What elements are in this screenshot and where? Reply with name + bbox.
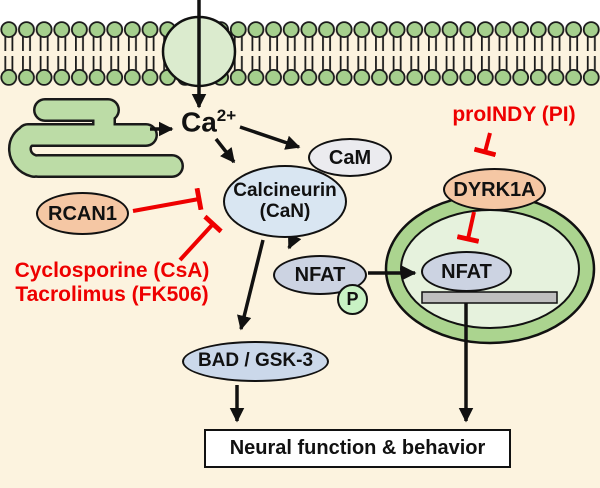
tbar-drugs-to-can <box>178 214 223 262</box>
outcome-box: Neural function & behavior <box>204 429 511 468</box>
proindy-label: proINDY (PI) <box>452 103 576 126</box>
calcineurin-label-line1: Calcineurin <box>233 179 337 201</box>
arrow-calcium-to-cam <box>239 125 301 150</box>
drug-inhibitors-label: Cyclosporine (CsA) Tacrolimus (FK506) <box>6 259 218 307</box>
dna-bar <box>421 291 558 304</box>
bad-gsk3-node: BAD / GSK-3 <box>182 341 329 382</box>
dyrk1a-node: DYRK1A <box>443 168 546 211</box>
arrow-can-to-bad <box>237 239 265 331</box>
cam-node: CaM <box>308 138 392 177</box>
calcineurin-node: Calcineurin (CaN) <box>223 165 347 238</box>
nfat-nucleus-node: NFAT <box>421 251 512 292</box>
endoplasmic-reticulum-icon <box>8 98 184 178</box>
calcineurin-label-line2: (CaN) <box>259 200 311 222</box>
tbar-rcan1-to-can <box>132 187 204 213</box>
tbar-proindy-to-dyrk1a <box>473 132 497 158</box>
activation-arrows <box>150 0 474 423</box>
inhibition-lines <box>132 132 497 262</box>
cyclosporine-label: Cyclosporine (CsA) <box>14 259 210 282</box>
tbar-dyrk1a-to-nfat <box>456 211 480 244</box>
calcium-label: Ca2+ <box>181 106 237 138</box>
phosphate-badge: P <box>337 284 368 315</box>
rcan1-node: RCAN1 <box>36 192 129 235</box>
plasma-membrane <box>0 15 600 88</box>
arrow-calcium-to-can <box>214 137 236 164</box>
tacrolimus-label: Tacrolimus (FK506) <box>15 283 209 306</box>
nfat-cytoplasm-node: NFAT <box>273 255 367 295</box>
